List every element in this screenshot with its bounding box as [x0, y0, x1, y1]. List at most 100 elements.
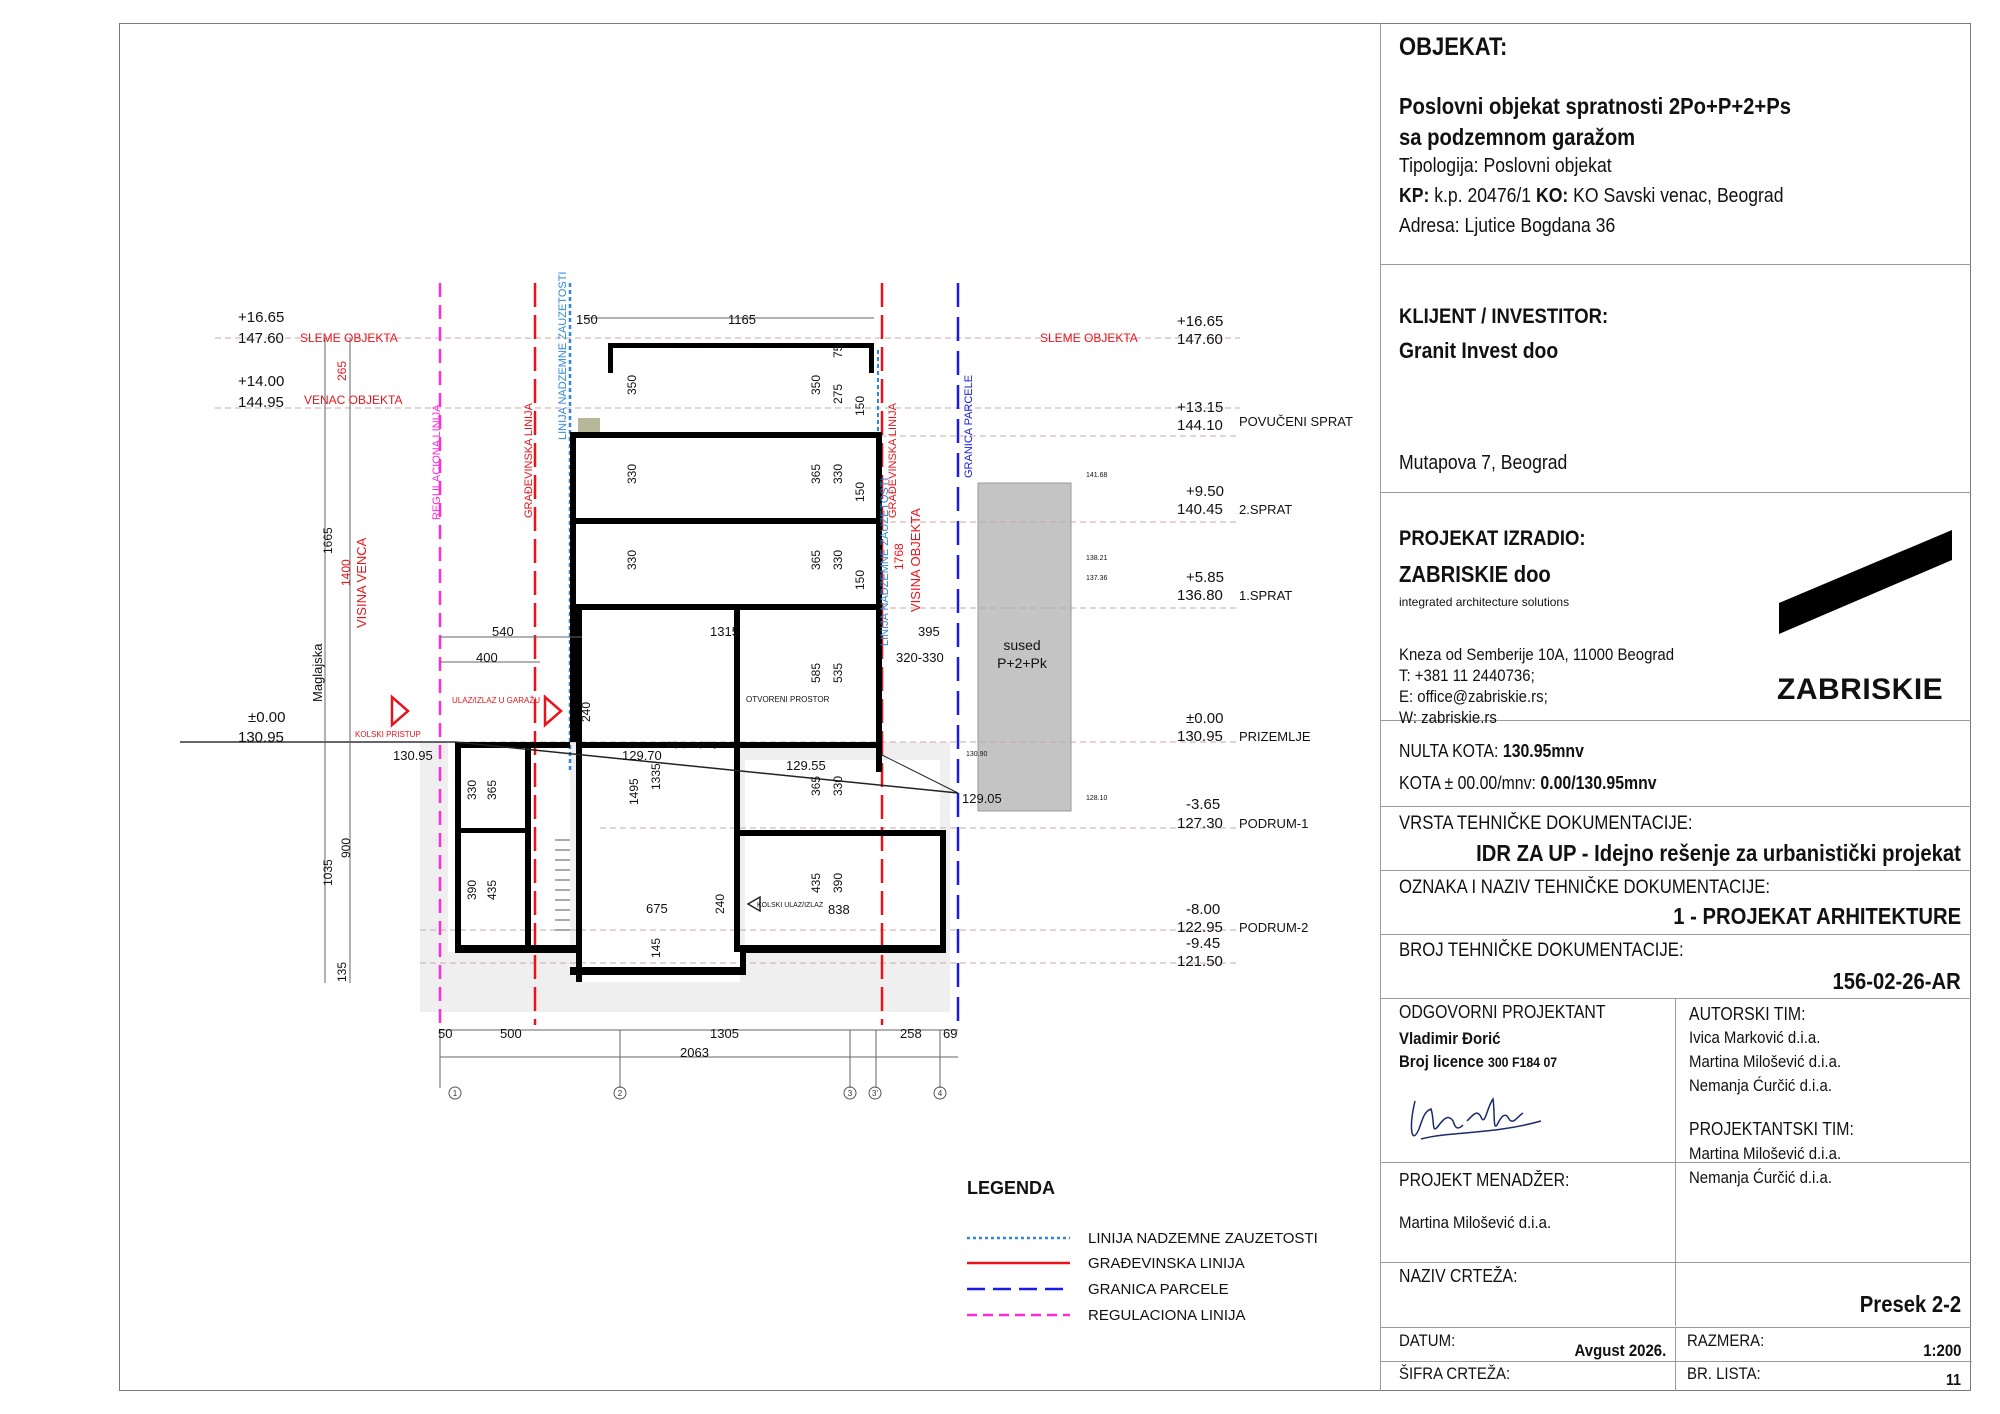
basement-room-left — [448, 742, 570, 952]
dim-1400: 1400 — [339, 559, 353, 586]
drawing-sheet-border — [119, 23, 1971, 1391]
level-left-abs-2: 144.95 — [238, 394, 284, 411]
dimension-lines — [324, 317, 958, 1088]
section-naziv: NAZIV CRTEŽA: Presek 2-2 — [1380, 1263, 1971, 1328]
nulta-row: NULTA KOTA: 130.95mnv — [1399, 741, 1584, 762]
dim-500: 500 — [500, 1026, 522, 1041]
licenca-label: Broj licence — [1399, 1052, 1484, 1071]
dim-330-d: 330 — [831, 550, 845, 570]
dim-135: 135 — [335, 962, 349, 982]
izradio-email: E: office@zabriskie.rs; — [1399, 687, 1548, 706]
dim-265: 265 — [335, 361, 349, 381]
tipologija-label: Tipologija: — [1399, 155, 1479, 177]
tipologija-row: Tipologija: Poslovni objekat — [1399, 155, 1612, 178]
dim-535: 535 — [831, 663, 845, 683]
garage-entry-arrow-icon — [543, 694, 563, 728]
klijent-address: Mutapova 7, Beograd — [1399, 452, 1568, 474]
izradio-phone: T: +381 11 2440736; — [1399, 666, 1535, 685]
odgovorni-label: ODGOVORNI PROJEKTANT — [1399, 1002, 1606, 1022]
dim-350-b: 350 — [809, 375, 823, 395]
level-left-tag-1: SLEME OBJEKTA — [300, 331, 398, 345]
dim-435-a: 435 — [485, 880, 499, 900]
dim-365-b: 365 — [809, 550, 823, 570]
dim-330-a: 330 — [625, 464, 639, 484]
projektantski-label: PROJEKTANTSKI TIM: — [1689, 1119, 1854, 1139]
dim-320-330: 320-330 — [896, 650, 944, 665]
kota-value: 0.00/130.95mnv — [1540, 773, 1657, 793]
level-left-abs-3: 130.95 — [238, 729, 284, 746]
floor-name-podrum1: PODRUM-1 — [1239, 816, 1308, 831]
label-granica-parcele: GRANICA PARCELE — [963, 375, 975, 478]
level-right-rel-1: +16.65 — [1177, 313, 1223, 330]
dim-330-b: 330 — [831, 464, 845, 484]
level-right-abs-2: 144.10 — [1177, 417, 1223, 434]
axis-label-3prime: 3' — [872, 1089, 878, 1098]
kolski-ulaz-arrow-icon — [746, 895, 761, 913]
level-right-abs-5: 130.95 — [1177, 728, 1223, 745]
dim-330-e: 330 — [465, 780, 479, 800]
dim-1335: 1335 — [649, 763, 663, 790]
label-visina-venca: VISINA VENCA — [354, 537, 369, 628]
menadzer-label: PROJEKT MENADŽER: — [1399, 1170, 1570, 1190]
autorski-label: AUTORSKI TIM: — [1689, 1004, 1806, 1024]
dim-150-b: 150 — [853, 482, 867, 502]
kp-value: k.p. 20476/1 — [1434, 185, 1532, 207]
level-right-abs-3: 140.45 — [1177, 501, 1223, 518]
axis-label-4: 4 — [938, 1089, 943, 1098]
level-right-abs-8: 121.50 — [1177, 953, 1223, 970]
spot-141-68: 141.68 — [1086, 472, 1108, 479]
label-linija-nadzemne-right: LINIJA NADZEMNE ZAUZETOSTI — [879, 478, 891, 647]
level-right-abs-1: 147.60 — [1177, 331, 1223, 348]
spot-130-90: 130.90 — [966, 751, 988, 758]
meta-mid-line — [1381, 1361, 1972, 1362]
broj-value: 156-02-26-AR — [1832, 968, 1961, 994]
nulta-value: 130.95mnv — [1502, 741, 1584, 761]
floor-name-prizemlje: PRIZEMLJE — [1239, 729, 1311, 744]
level-right-rel-5: ±0.00 — [1186, 710, 1223, 727]
neighbour-label: sused — [1003, 637, 1040, 653]
level-left-rel-3: ±0.00 — [248, 709, 285, 726]
dim-330-f: 330 — [831, 776, 845, 796]
legend-item-granica: GRANICA PARCELE — [1088, 1281, 1229, 1298]
axis-label-1: 1 — [453, 1089, 458, 1098]
naziv-label: NAZIV CRTEŽA: — [1399, 1266, 1518, 1286]
spot-138-21: 138.21 — [1086, 555, 1108, 562]
label-linija-terena: linija postojećeg terena — [667, 742, 739, 749]
dim-1495: 1495 — [627, 778, 641, 805]
ko-value: KO Savski venac, Beograd — [1573, 185, 1784, 207]
neighbour-building — [977, 482, 1072, 812]
level-left-rel-1: +16.65 — [238, 309, 284, 326]
dim-330-c: 330 — [625, 550, 639, 570]
oznaka-value: 1 - PROJEKAT ARHITEKTURE — [1673, 903, 1961, 929]
signature-icon — [1410, 1097, 1542, 1140]
sifra-label: ŠIFRA CRTEŽA: — [1399, 1364, 1511, 1383]
legend-lines — [967, 1236, 1070, 1317]
licenca-value: 300 F184 07 — [1487, 1054, 1558, 1070]
level-right-rel-3: +9.50 — [1186, 483, 1224, 500]
kota-label: KOTA ± 00.00/mnv: — [1399, 773, 1536, 793]
klijent-label: KLIJENT / INVESTITOR: — [1399, 305, 1609, 328]
dim-2063: 2063 — [680, 1045, 709, 1060]
dim-365-c: 365 — [485, 780, 499, 800]
dim-390-a: 390 — [465, 880, 479, 900]
dim-365-d: 365 — [809, 776, 823, 796]
spot-129-55: 129.55 — [786, 758, 826, 773]
autorski-2: Martina Milošević d.i.a. — [1689, 1052, 1842, 1071]
label-gradjevinska-linija-right: GRAĐEVINSKA LINIJA — [887, 402, 899, 518]
dim-1315: 1315 — [710, 624, 739, 639]
section-kote: NULTA KOTA: 130.95mnv KOTA ± 00.00/mnv: … — [1380, 721, 1971, 807]
axis-bubbles — [448, 1086, 947, 1100]
dim-145: 145 — [649, 938, 663, 958]
dim-75: 75 — [831, 344, 845, 358]
dim-240-a: 240 — [579, 702, 593, 722]
label-otvoreni-prostor: OTVORENI PROSTOR — [746, 695, 830, 704]
dim-400: 400 — [476, 650, 498, 665]
label-ulaz-garaza: ULAZ/IZLAZ U GARAŽU — [452, 696, 540, 705]
dim-395: 395 — [918, 624, 940, 639]
level-right-rel-4: +5.85 — [1186, 569, 1224, 586]
neighbour-storeys: P+2+Pk — [997, 655, 1048, 671]
autorski-1: Ivica Marković d.i.a. — [1689, 1028, 1821, 1047]
label-regulaciona-linija: REGULACIONA LINIJA — [431, 404, 443, 520]
label-kolski-ulaz: KOLSKI ULAZ/IZLAZ — [757, 902, 824, 909]
section-broj: BROJ TEHNIČKE DOKUMENTACIJE: 156-02-26-A… — [1380, 935, 1971, 999]
